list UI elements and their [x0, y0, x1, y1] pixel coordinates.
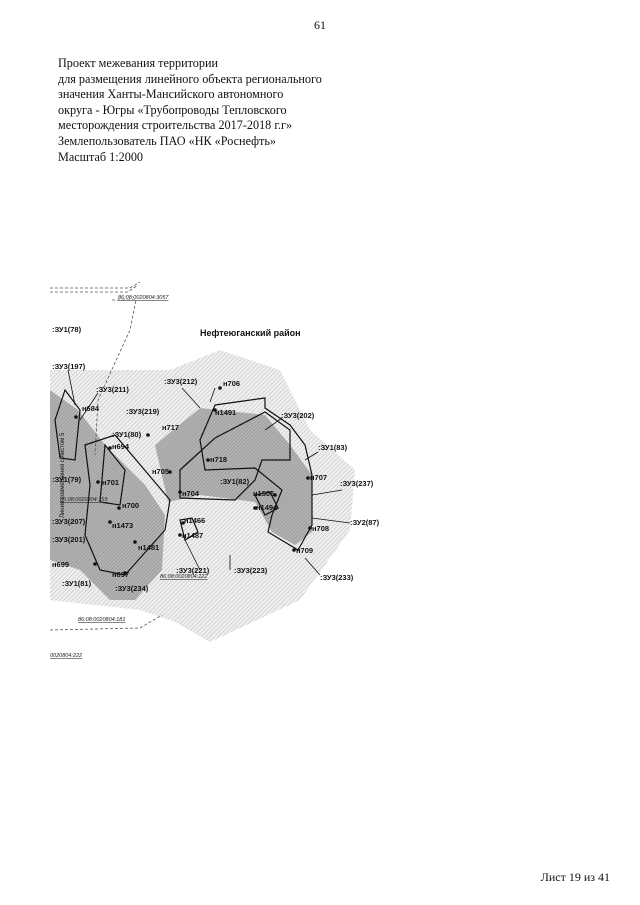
plot-label: :ЗУ1(79) — [52, 475, 82, 484]
title-line: для размещения линейного объекта региона… — [58, 71, 322, 86]
title-line: значения Ханты-Мансийского автономного — [58, 87, 284, 102]
cadastral-number: 86:08:0020804:159 — [60, 497, 107, 503]
point-label: н709 — [296, 546, 313, 555]
point-label: н1481 — [138, 543, 159, 552]
project-boundary — [54, 388, 313, 576]
point-label: н707 — [310, 473, 327, 482]
point-label: н701 — [102, 478, 119, 487]
plot-label: :ЗУ3(211) — [96, 385, 129, 394]
point-label: н699 — [52, 560, 69, 569]
plot-label: :ЗУ3(212) — [164, 377, 198, 386]
point-label: н1491 — [215, 408, 236, 417]
point-label: н705 — [152, 467, 169, 476]
point-label: н717 — [162, 423, 179, 432]
plot-label: :ЗУ3(233) — [320, 573, 354, 582]
leader-lines — [67, 369, 351, 576]
plot-label: :ЗУ3(219) — [126, 407, 160, 416]
plot-label: :ЗУ3(201) — [52, 535, 86, 544]
plot-label: :ЗУ2(87) — [350, 518, 380, 527]
title-block: Проект межевания территории для размещен… — [58, 56, 322, 165]
cadastral-number: 86:08:0020804:3057 — [118, 295, 169, 301]
point-label: н718 — [210, 455, 227, 464]
plot-label: :ЗУ3(221) — [176, 566, 210, 575]
page-number: 61 — [314, 18, 326, 32]
cadastral-number: 0020804:222 — [50, 653, 82, 659]
plot-label: :ЗУ1(83) — [318, 443, 348, 452]
point-label: н684 — [82, 404, 100, 413]
plot-label: :ЗУ1(81) — [62, 579, 92, 588]
point-label: н1487 — [182, 531, 203, 540]
point-markers — [74, 386, 312, 575]
title-line: месторождения строительства 2017-2018 г.… — [58, 118, 293, 133]
scale-line: Масштаб 1:2000 — [58, 149, 144, 164]
title-line: Проект межевания территории — [58, 56, 219, 70]
point-label: н708 — [312, 524, 329, 533]
corridor-area — [50, 390, 165, 600]
parcel-boundary — [49, 281, 163, 631]
point-label: н1505 — [253, 489, 274, 498]
plot-label: :ЗУ1(82) — [220, 477, 250, 486]
point-label: н704 — [182, 489, 200, 498]
point-label: н1494 — [256, 503, 278, 512]
plot-label: :ЗУ3(207) — [52, 517, 86, 526]
plot-label: :ЗУ3(234) — [115, 584, 149, 593]
title-line: округа - Югры «Трубопроводы Тепловского — [58, 102, 287, 117]
plot-label: :ЗУ3(223) — [234, 566, 268, 575]
cadastral-number: 86:08:0020804:181 — [78, 617, 125, 623]
point-label: н694 — [112, 442, 130, 451]
cadastral-map: 86:08:0020804:3057 86:08:0020804:181 86:… — [49, 270, 380, 740]
sheet-alignment-note: Линия совмещения с листом 5 — [60, 432, 66, 518]
point-label: н706 — [223, 379, 240, 388]
point-label: н697 — [112, 570, 129, 579]
district-label: Нефтеюганский район — [200, 328, 301, 338]
land-user-line: Землепользователь ПАО «НК «Роснефть» — [58, 133, 277, 148]
point-label: н1473 — [112, 521, 133, 530]
point-label: н1466 — [184, 516, 205, 525]
plot-label: :ЗУ3(197) — [52, 362, 86, 371]
point-label: н700 — [122, 501, 139, 510]
plot-label: :ЗУ3(237) — [340, 479, 374, 488]
map-svg: 86:08:0020804:3057 86:08:0020804:181 86:… — [49, 281, 380, 659]
cadastral-number: 86:08:0020804:222 — [160, 574, 207, 580]
plot-label: :ЗУ3(202) — [281, 411, 315, 420]
sheet-footer: Лист 19 из 41 — [540, 870, 610, 884]
plot-label: :ЗУ1(80) — [112, 430, 142, 439]
plot-label: :ЗУ1(78) — [52, 325, 82, 334]
